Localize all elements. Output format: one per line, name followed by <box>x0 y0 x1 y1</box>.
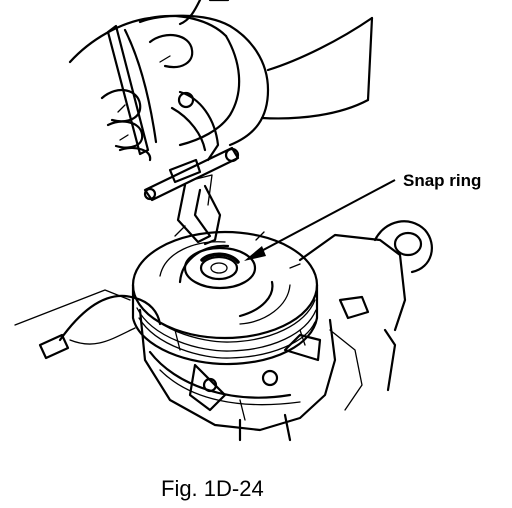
wire-harness <box>14 289 162 360</box>
compressor-body <box>138 308 337 442</box>
snap-ring-pliers-icon <box>106 24 240 246</box>
mounting-bracket <box>298 220 433 411</box>
snap-ring <box>200 252 240 264</box>
hand-icon <box>68 0 374 162</box>
figure-caption: Fig. 1D-24 <box>161 476 264 501</box>
snap-ring-callout-arrow <box>244 179 396 261</box>
compressor-pulley-icon <box>131 225 319 366</box>
callout-label: Snap ring <box>403 171 481 190</box>
